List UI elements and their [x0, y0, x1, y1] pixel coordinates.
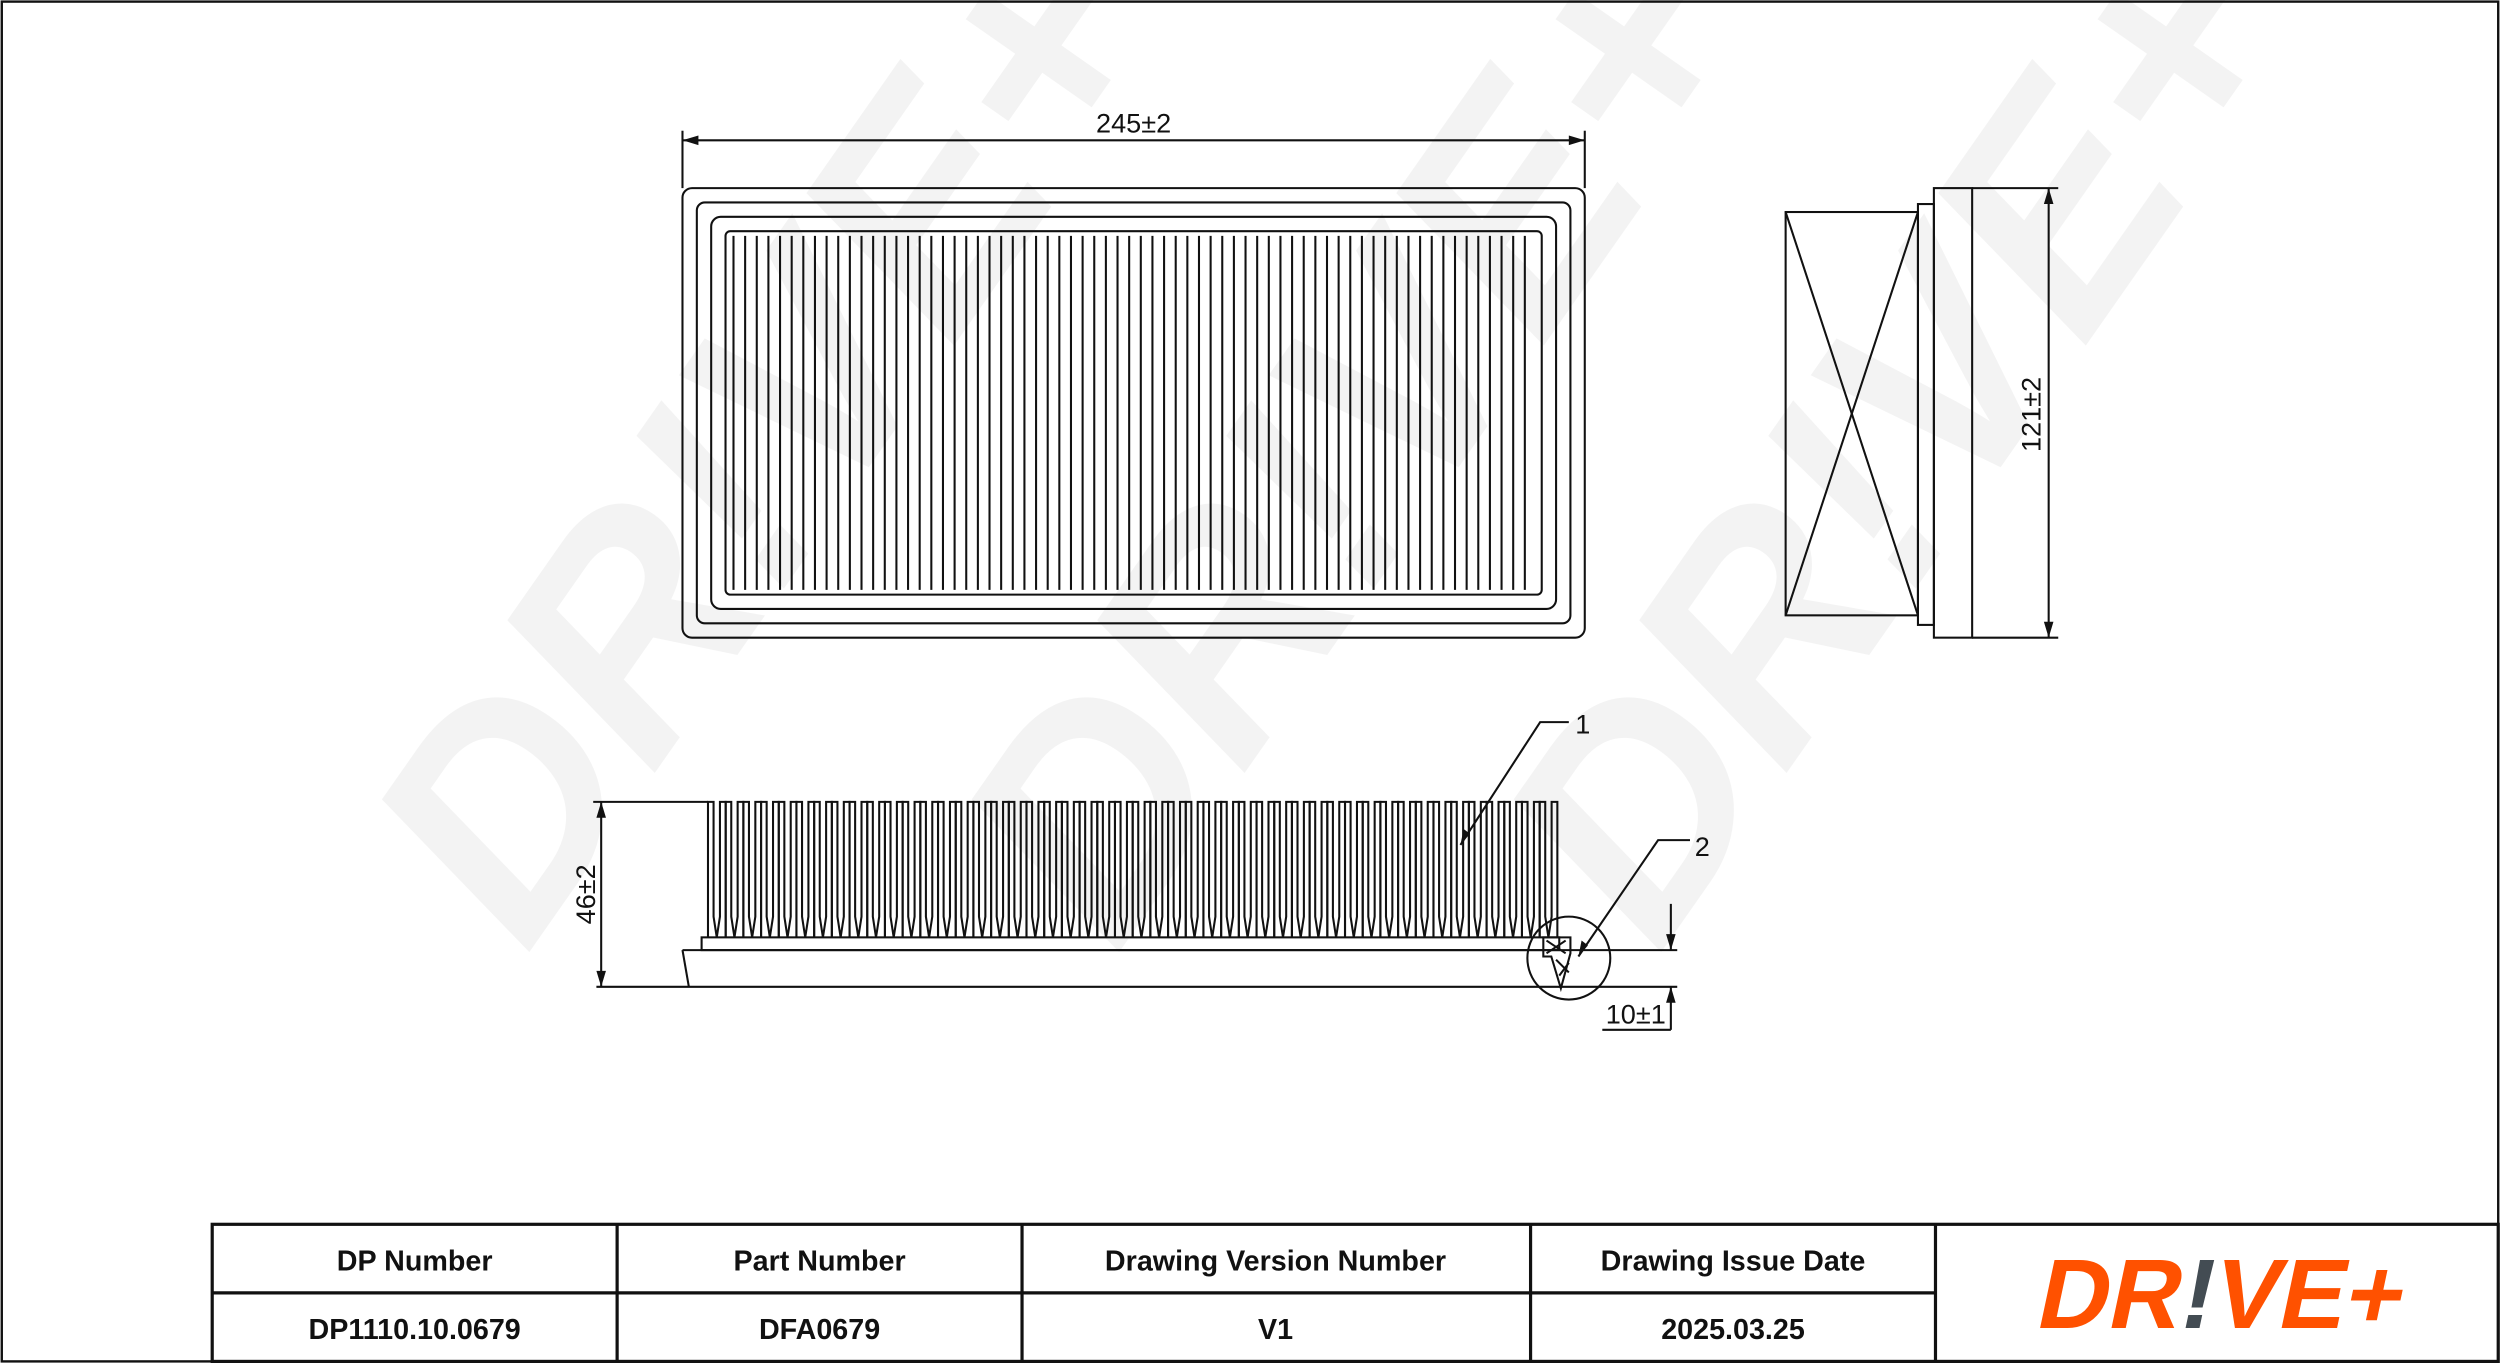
- header-drawing-version: Drawing Version Number: [1105, 1246, 1446, 1278]
- pleat: [1361, 800, 1382, 938]
- pleat: [706, 800, 727, 938]
- pleat: [1397, 800, 1417, 938]
- drive-plus-logo: DR!VE+: [2029, 1240, 2418, 1350]
- callout-2: 2: [1695, 831, 1710, 862]
- pleat: [813, 800, 833, 938]
- logo-part-ve-plus: VE+: [2204, 1240, 2417, 1350]
- pleat: [1290, 800, 1311, 938]
- height-dimension: 46±2: [570, 864, 601, 924]
- pleat: [1432, 800, 1453, 938]
- pleat: [760, 800, 780, 938]
- pleat: [1379, 800, 1400, 938]
- pleat: [1308, 800, 1329, 938]
- top-view: 245±2: [681, 107, 1586, 639]
- pleat: [883, 800, 904, 938]
- pleat: [830, 800, 851, 938]
- pleat: [724, 800, 745, 938]
- pleat: [901, 800, 922, 938]
- title-block: DP Number Part Number Drawing Version Nu…: [210, 1222, 2500, 1363]
- svg-text:DR!VE+: DR!VE+: [2029, 1240, 2418, 1350]
- pleat: [1343, 800, 1364, 938]
- width-dimension: 121±2: [2016, 377, 2047, 452]
- pleat: [866, 800, 886, 938]
- pleat: [795, 800, 816, 938]
- header-part-number: Part Number: [733, 1246, 905, 1278]
- side-view: 121±2: [1784, 187, 2059, 639]
- length-dimension: 245±2: [1096, 107, 1171, 138]
- value-dp-number: DP1110.10.0679: [309, 1314, 521, 1346]
- pleat: [848, 800, 869, 938]
- pleat: [742, 800, 763, 938]
- logo-part-dr: DR: [2029, 1240, 2195, 1350]
- filter-pleats-top: [732, 235, 1526, 590]
- value-drawing-version: V1: [1258, 1314, 1293, 1346]
- front-view: 46±2 1 2 10±1: [570, 708, 1710, 1031]
- frame-height-dimension: 10±1: [1606, 998, 1666, 1029]
- value-part-number: DFA0679: [759, 1314, 880, 1346]
- pleat: [1326, 800, 1347, 938]
- pleat: [777, 800, 798, 938]
- header-dp-number: DP Number: [337, 1246, 493, 1278]
- callout-1: 1: [1575, 708, 1590, 739]
- filter-pleats-front: [706, 800, 1559, 938]
- pleat: [1414, 800, 1435, 938]
- header-issue-date: Drawing Issue Date: [1601, 1246, 1866, 1278]
- value-issue-date: 2025.03.25: [1661, 1314, 1805, 1346]
